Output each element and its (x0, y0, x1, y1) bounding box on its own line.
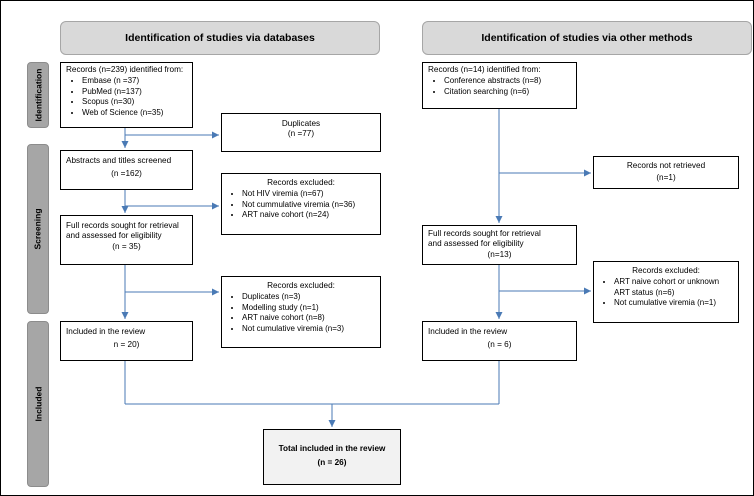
header-databases: Identification of studies via databases (60, 21, 380, 55)
db-full-line2: and assessed for eligibility (66, 231, 162, 241)
other-excluded-list: ART naive cohort or unknown ART status (… (598, 277, 734, 309)
not-retrieved-box: Records not retrieved (n=1) (593, 156, 739, 189)
duplicates-box: Duplicates (n =77) (221, 113, 381, 152)
db-source-item: Embase (n =37) (82, 76, 187, 87)
exclusion-item: Not cummulative viremia (n=36) (242, 200, 376, 211)
db-source-item: PubMed (n=137) (82, 87, 187, 98)
screened-label: Abstracts and titles screened (66, 156, 172, 165)
other-full-count: (n=13) (487, 249, 512, 259)
db-source-item: Web of Science (n=35) (82, 108, 187, 119)
phase-identification-label: Identification (33, 68, 44, 122)
db-records-box: Records (n=239) identified from: Embase … (60, 62, 193, 128)
db-full-line1: Full records sought for retrieval (66, 221, 179, 230)
screened-box: Abstracts and titles screened (n =162) (60, 150, 193, 190)
db-included-box: Included in the review n = 20) (60, 321, 193, 361)
total-label: Total included in the review (278, 444, 386, 453)
other-full-line1: Full records sought for retrieval (428, 229, 541, 238)
db-full-records-box: Full records sought for retrieval and as… (60, 215, 193, 265)
excluded-1-box: Records excluded: Not HIV viremia (n=67)… (221, 173, 381, 235)
exclusion-item: Duplicates (n=3) (242, 292, 376, 303)
other-excluded-title: Records excluded: (632, 266, 700, 275)
exclusion-item: Modelling study (n=1) (242, 303, 376, 314)
other-included-count: (n = 6) (487, 340, 512, 350)
db-records-list: Embase (n =37) PubMed (n=137) Scopus (n=… (66, 76, 187, 118)
header-other-methods: Identification of studies via other meth… (422, 21, 752, 55)
excluded-2-title: Records excluded: (267, 281, 335, 290)
other-records-title: Records (n=14) identified from: (428, 65, 541, 74)
excluded-1-title: Records excluded: (267, 178, 335, 187)
db-full-count: (n = 35) (112, 241, 141, 251)
other-records-box: Records (n=14) identified from: Conferen… (422, 62, 577, 109)
duplicates-count: (n =77) (287, 129, 315, 139)
total-included-box: Total included in the review (n = 26) (263, 429, 401, 485)
other-excluded-box: Records excluded: ART naive cohort or un… (593, 261, 739, 323)
other-included-label: Included in the review (428, 327, 508, 336)
not-retrieved-label: Records not retrieved (626, 161, 706, 170)
not-retrieved-count: (n=1) (656, 173, 676, 183)
exclusion-item: Not HIV viremia (n=67) (242, 189, 376, 200)
exclusion-item: ART naive cohort (n=24) (242, 210, 376, 221)
db-included-label: Included in the review (66, 327, 146, 336)
other-included-box: Included in the review (n = 6) (422, 321, 577, 361)
exclusion-item: Not cumulative viremia (n=3) (242, 324, 376, 335)
exclusion-item: ART naive cohort or unknown ART status (… (614, 277, 734, 298)
exclusion-item: ART naive cohort (n=8) (242, 313, 376, 324)
phase-screening: Screening (27, 144, 49, 314)
excluded-2-list: Duplicates (n=3) Modelling study (n=1) A… (226, 292, 376, 334)
db-source-item: Scopus (n=30) (82, 97, 187, 108)
total-count: (n = 26) (317, 458, 347, 468)
phase-screening-label: Screening (33, 208, 44, 250)
phase-identification: Identification (27, 62, 49, 128)
other-source-item: Conference abstracts (n=8) (444, 76, 571, 87)
phase-included-label: Included (33, 386, 44, 422)
other-full-records-box: Full records sought for retrieval and as… (422, 225, 577, 265)
excluded-1-list: Not HIV viremia (n=67) Not cummulative v… (226, 189, 376, 221)
db-records-title: Records (n=239) identified from: (66, 65, 184, 74)
excluded-2-box: Records excluded: Duplicates (n=3) Model… (221, 276, 381, 348)
other-records-list: Conference abstracts (n=8) Citation sear… (428, 76, 571, 97)
exclusion-item: Not cumulative viremia (n=1) (614, 298, 734, 309)
header-databases-text: Identification of studies via databases (125, 32, 315, 44)
phase-included: Included (27, 321, 49, 487)
duplicates-label: Duplicates (281, 119, 321, 128)
header-other-text: Identification of studies via other meth… (481, 32, 693, 44)
screened-count: (n =162) (111, 169, 142, 179)
db-included-count: n = 20) (113, 340, 140, 350)
other-full-line2: and assessed for eligibility (428, 239, 524, 249)
other-source-item: Citation searching (n=6) (444, 87, 571, 98)
